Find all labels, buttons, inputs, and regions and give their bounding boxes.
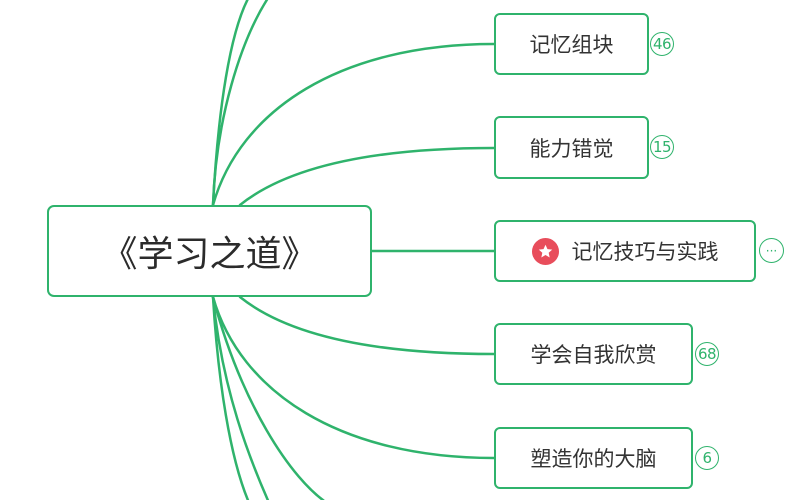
connector-offscreen-top-2 [211,0,249,207]
connector-self-appreciation [238,295,496,356]
connector-memory-chunks [211,42,496,207]
topic-shape-your-brain[interactable]: 塑造你的大脑 [494,427,693,489]
connector-offscreen-bottom-1 [211,295,250,500]
topic-self-appreciation[interactable]: 学会自我欣赏 [494,323,693,385]
connector-shape-brain [211,295,496,460]
topic-label: 记忆组块 [529,33,614,57]
connector-illusion-competence [238,146,496,207]
topic-label: 记忆技巧与实践 [571,240,719,264]
topic-memory-skills-practice[interactable]: 记忆技巧与实践 [494,220,756,282]
connector-offscreen-bottom-2 [211,295,270,500]
connector-offscreen-bottom-3 [211,295,326,500]
child-count-badge[interactable]: 15 [650,135,675,159]
child-count-badge[interactable]: 46 [650,32,675,56]
star-glyph [538,244,552,257]
topic-label: 塑造你的大脑 [530,447,657,471]
topic-memory-chunks[interactable]: 记忆组块 [494,13,649,75]
topic-label: 学会自我欣赏 [530,343,657,367]
child-count-badge[interactable]: 68 [695,342,720,366]
child-count-badge[interactable]: 6 [695,446,719,470]
topic-illusion-of-competence[interactable]: 能力错觉 [494,116,649,179]
central-topic-label: 《学习之道》 [101,234,318,275]
star-icon [531,237,559,265]
topic-label: 能力错觉 [529,136,614,161]
more-options-button[interactable]: ··· [759,238,784,263]
central-topic-node[interactable]: 《学习之道》 [47,205,372,297]
